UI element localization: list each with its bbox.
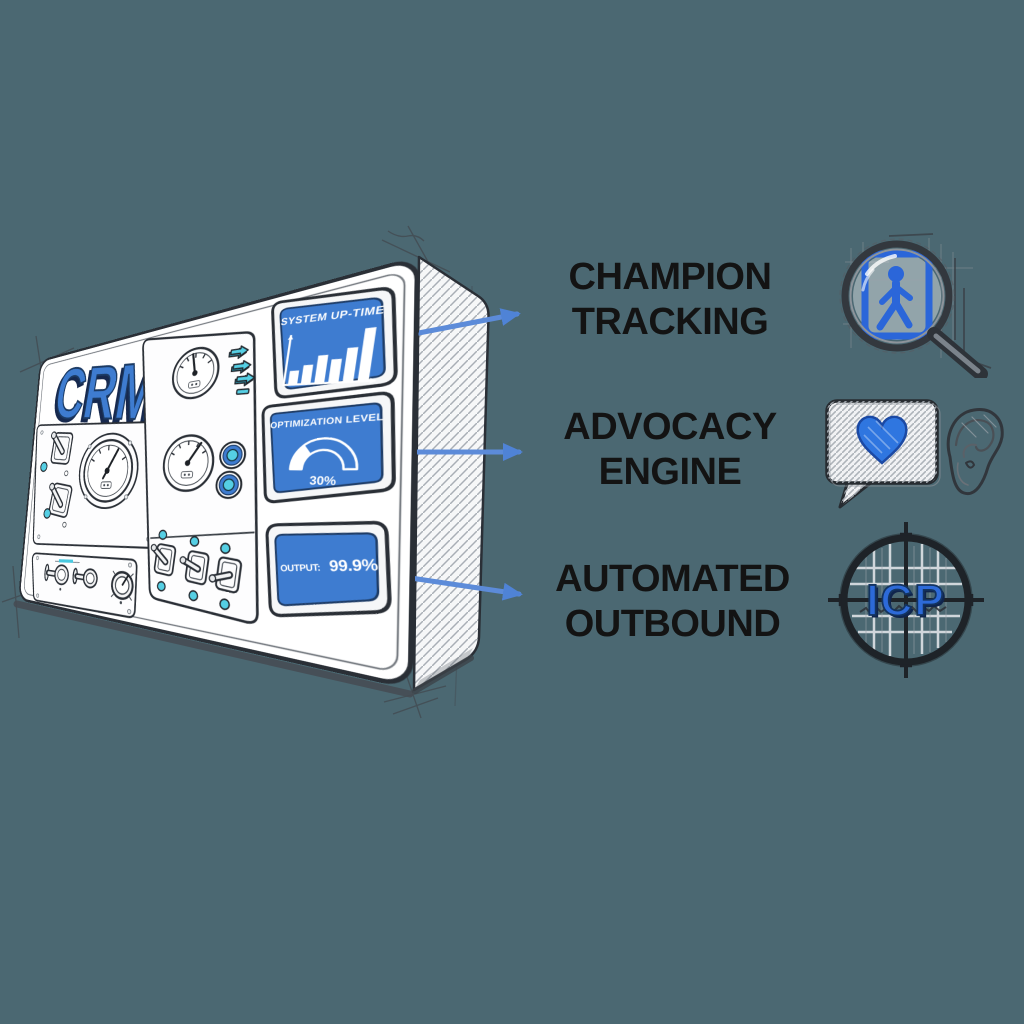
indicator-dot — [64, 471, 68, 476]
magnifier-person-icon — [839, 233, 992, 378]
indicator-dot — [62, 522, 66, 527]
push-button — [216, 471, 242, 498]
advocacy-icons — [825, 399, 1004, 509]
person-pictogram — [861, 250, 933, 340]
screen-system-uptime: SYSTEM UP-TIME — [269, 271, 398, 400]
screen-optimization-level: OPTIMIZATION LEVEL 30% — [259, 391, 396, 503]
speech-bubble-heart-icon — [825, 399, 941, 509]
svg-text:ICP: ICP — [866, 576, 945, 625]
feature-label-advocacy-engine: ADVOCACY ENGINE — [540, 405, 800, 495]
feature-label-line: ENGINE — [598, 451, 742, 493]
ear-icon — [946, 408, 1004, 496]
control-panel-front: CRM CRM — [18, 255, 420, 690]
feature-label-line: OUTBOUND — [564, 603, 781, 645]
icp-target-icon: ICP ICP — [828, 522, 984, 678]
icp-text: ICP ICP — [865, 575, 948, 628]
middle-panel — [125, 307, 271, 624]
panel-bottom-shadow — [13, 600, 414, 698]
magnifier-handle — [927, 327, 988, 378]
led — [44, 509, 51, 519]
feature-label-automated-outbound: AUTOMATED OUTBOUND — [535, 557, 810, 647]
indicator-dash — [236, 389, 249, 394]
feature-label-line: TRACKING — [571, 301, 769, 343]
scribble-underline — [859, 604, 947, 615]
panel-side-bottom-shadow — [412, 655, 474, 694]
feature-label-champion-tracking: CHAMPION TRACKING — [540, 255, 800, 345]
screen-value: 30% — [309, 476, 336, 489]
slider-handle — [59, 559, 73, 562]
output-readout: OUTPUT: 99.9% — [279, 552, 380, 577]
crm-logo: CRM CRM — [47, 343, 167, 442]
feature-label-line: AUTOMATED — [555, 558, 790, 600]
feature-label-line: ADVOCACY — [563, 406, 777, 448]
crosshair — [828, 522, 984, 678]
svg-text:ICP: ICP — [869, 579, 948, 628]
lens-rim — [839, 238, 955, 354]
arrow-champion-tracking — [395, 308, 521, 340]
connector-arrows — [395, 308, 523, 601]
screen-output: OUTPUT: 99.9% — [264, 519, 391, 634]
heart-icon — [856, 415, 908, 465]
crm-logo-text: CRM — [50, 343, 167, 437]
optimization-gauge: 30% — [289, 437, 360, 489]
left-gauge-panel — [27, 408, 166, 557]
control-panel-face: CRM CRM — [18, 255, 420, 690]
arrow-automated-outbound — [401, 574, 523, 601]
feature-label-line: CHAMPION — [568, 256, 772, 298]
